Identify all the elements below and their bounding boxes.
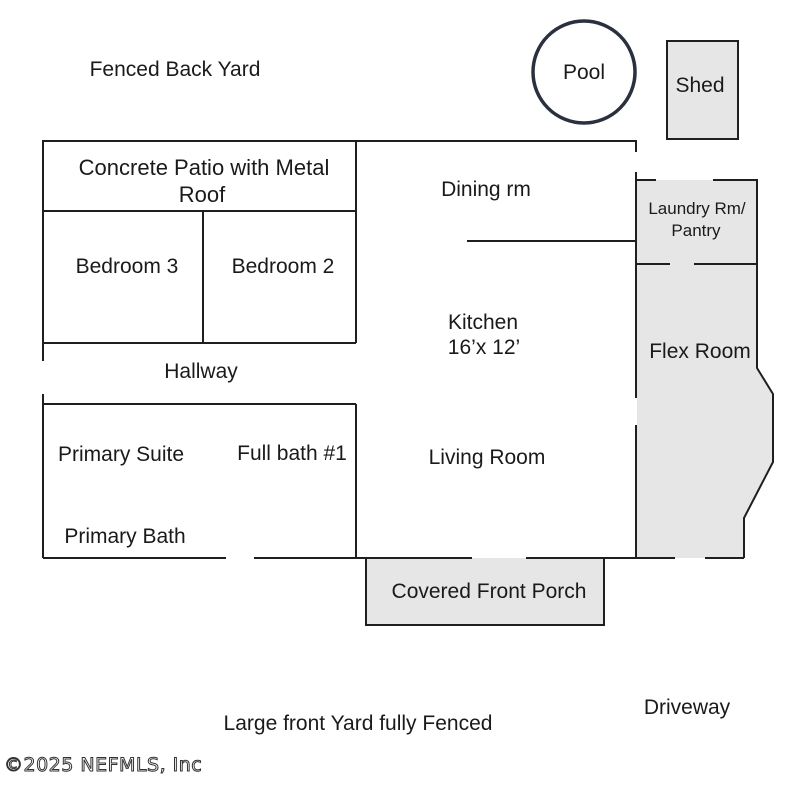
flex-room-fill: [637, 264, 773, 558]
porch-outline: [365, 558, 605, 626]
label-full-bath-1: Full bath #1: [237, 442, 347, 465]
label-front-yard: Large front Yard fully Fenced: [224, 712, 493, 735]
label-bedroom-3: Bedroom 3: [76, 255, 179, 278]
label-primary-bath: Primary Bath: [64, 525, 185, 548]
label-living-room: Living Room: [429, 446, 546, 469]
label-bedroom-2: Bedroom 2: [232, 255, 335, 278]
label-kitchen-line2: 16’x 12’: [448, 336, 520, 359]
label-fenced-back-yard: Fenced Back Yard: [90, 58, 261, 81]
wall-laundry-north-b: [713, 179, 758, 264]
shed-fill: [667, 41, 738, 139]
porch-fill: [366, 558, 604, 625]
label-patio-line2: Roof: [179, 182, 226, 207]
wall-north: [42, 140, 637, 361]
label-kitchen-line1: Kitchen: [448, 311, 518, 334]
label-laundry-line2: Pantry: [671, 221, 721, 240]
label-dining-rm: Dining rm: [441, 178, 531, 201]
label-covered-front-porch: Covered Front Porch: [392, 580, 587, 603]
pool-circle: [531, 19, 637, 125]
label-driveway: Driveway: [644, 696, 731, 719]
wall-flex-east: [743, 264, 774, 558]
label-laundry-line1: Laundry Rm/: [648, 199, 746, 218]
label-shed: Shed: [675, 74, 724, 97]
label-patio-line1: Concrete Patio with Metal: [79, 155, 330, 180]
label-hallway: Hallway: [164, 360, 238, 383]
label-pool: Pool: [563, 61, 605, 84]
shed-outline: [666, 40, 739, 140]
label-flex-room: Flex Room: [649, 340, 751, 363]
label-primary-suite: Primary Suite: [58, 443, 184, 466]
copyright-watermark: ©2025 NEFMLS, Inc: [4, 754, 202, 776]
laundry-fill: [637, 180, 757, 264]
